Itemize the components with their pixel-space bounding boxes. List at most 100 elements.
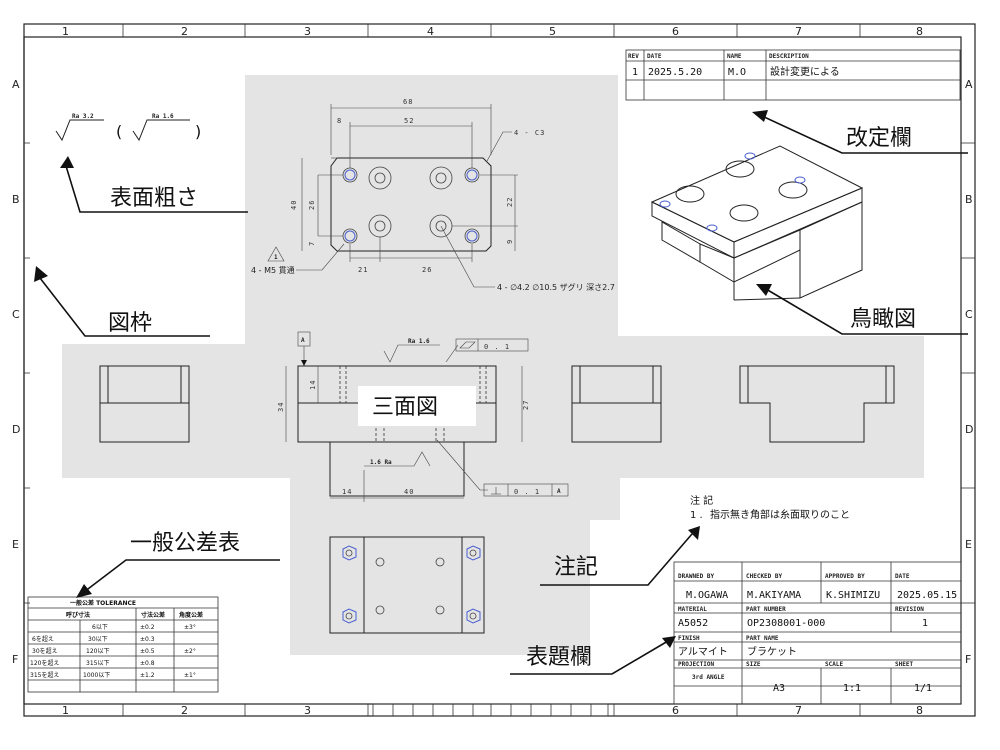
front-view: A Ra 1.6 0 . 1 34 14 27 1.6 Ra 0 . 1 A 1… <box>277 331 569 502</box>
zone-col-6: 6 <box>672 25 679 38</box>
rev-cell-name: M.O <box>728 67 746 78</box>
bottom-roughness: 1.6 Ra <box>370 459 392 466</box>
surface-roughness-symbol: Ra 3.2 ( Ra 1.6 ) <box>55 113 201 142</box>
tb-material: A5052 <box>678 618 708 629</box>
dim-bottom-pitch: 26 <box>422 266 432 274</box>
dim-front-bottom-width: 40 <box>404 488 414 496</box>
isometric-view <box>650 145 864 301</box>
zone-col-4: 4 <box>427 25 434 38</box>
zone-col-8-bottom: 8 <box>916 704 923 717</box>
roughness-other-value: Ra 1.6 <box>152 113 174 120</box>
top-view: 68 52 8 4 - C3 40 26 7 22 9 21 26 4 - M5… <box>251 98 615 292</box>
rear-view <box>739 365 895 443</box>
zone-row-c: C <box>12 308 20 321</box>
flatness-value: 0 . 1 <box>484 343 510 351</box>
tb-partno-label: PART NUMBER <box>746 606 786 613</box>
rev-cell-desc: 設計変更による <box>770 65 840 78</box>
revision-table: REV DATE NAME DESCRIPTION 1 2025.5.20 M.… <box>625 49 961 101</box>
zone-col-1: 1 <box>62 25 69 38</box>
rev-cell-rev: 1 <box>632 67 638 78</box>
dim-inner-width: 52 <box>404 117 414 125</box>
datum-a-label: A <box>301 337 305 344</box>
tb-scale: 1:1 <box>843 683 861 694</box>
callout-revision-block: 改定欄 <box>846 126 912 151</box>
dim-bottom-offset: 7 <box>308 241 316 246</box>
dim-front-bottom-left: 14 <box>342 488 352 496</box>
tb-projection-label: PROJECTION <box>678 661 715 668</box>
zone-dividers <box>24 24 975 716</box>
zone-col-3-bottom: 3 <box>304 704 311 717</box>
tb-partname-label: PART NAME <box>746 635 779 642</box>
zone-row-b: B <box>12 193 20 206</box>
rev-header-date: DATE <box>647 53 662 60</box>
notes-heading: 注 記 <box>690 494 713 507</box>
zone-row-d: D <box>12 423 20 436</box>
callout-three-view: 三面図 <box>372 395 438 420</box>
rev-header-rev: REV <box>628 53 639 60</box>
perpendicular-datum: A <box>557 488 561 495</box>
callout-general-tolerance: 一般公差表 <box>130 531 240 556</box>
zone-row-e: E <box>12 538 19 551</box>
dim-height-total: 34 <box>277 402 285 412</box>
tb-part-name: ブラケット <box>747 645 797 658</box>
zone-row-c-right: C <box>965 308 973 321</box>
tb-checked-label: CHECKED BY <box>746 573 783 580</box>
rev-header-name: NAME <box>727 53 742 60</box>
zone-col-3: 3 <box>304 25 311 38</box>
zone-col-7: 7 <box>795 25 802 38</box>
tol-row3-to: 120以下 <box>86 648 109 655</box>
notes-item-text: 指示無き角部は糸面取りのこと <box>710 508 850 521</box>
tol-row2-dim: ±0.3 <box>140 636 155 643</box>
dim-height: 40 <box>290 200 298 210</box>
tb-revision-label: REVISION <box>895 606 924 613</box>
tb-finish: アルマイト <box>678 647 728 658</box>
tb-finish-label: FINISH <box>678 635 700 642</box>
rev-header-desc: DESCRIPTION <box>769 53 809 60</box>
title-block: DRAWNED BY CHECKED BY APPROVED BY DATE M… <box>673 561 962 705</box>
tb-drawn-label: DRAWNED BY <box>678 573 715 580</box>
tol-row4-from: 120を超え <box>30 659 59 667</box>
tol-angle-1: ±3° <box>184 624 196 631</box>
notes-block: 注 記 1 . 指示無き角部は糸面取りのこと <box>690 494 850 521</box>
callout-labels: 表面粗さ 図枠 三面図 改定欄 鳥瞰図 一般公差表 注記 表題欄 <box>108 126 916 670</box>
tol-angle-2: ±2° <box>184 648 196 655</box>
tb-drawn-by: M.OGAWA <box>686 590 728 601</box>
tb-size: A3 <box>773 683 785 694</box>
zone-col-7-bottom: 7 <box>795 704 802 717</box>
zone-row-b-right: B <box>965 193 973 206</box>
dim-left-offset: 8 <box>337 117 342 125</box>
tol-row5-from: 315を超え <box>30 671 59 679</box>
left-side-view <box>99 365 190 443</box>
callout-notes: 注記 <box>554 555 598 580</box>
tb-revision: 1 <box>922 618 928 629</box>
tol-angle-3: ±1° <box>184 672 196 679</box>
zone-col-1-bottom: 1 <box>62 704 69 717</box>
callout-surface-roughness: 表面粗さ <box>110 186 198 211</box>
tb-date: 2025.05.15 <box>897 590 957 601</box>
callout-title-block: 表題欄 <box>526 645 592 670</box>
zone-row-f-right: F <box>965 653 971 666</box>
centering-scale <box>372 703 609 717</box>
tolerance-title: 一般公差 TOLERANCE <box>70 599 136 607</box>
tolerance-col-nominal: 呼び寸法 <box>66 611 90 619</box>
paren-close: ) <box>195 122 201 141</box>
tb-size-label: SIZE <box>746 661 761 668</box>
highlight-top-view <box>62 75 924 655</box>
tol-row2-from: 6を超え <box>32 635 54 643</box>
tb-approved-by: K.SHIMIZU <box>826 590 880 601</box>
notes-item-number: 1 . <box>690 510 703 521</box>
tolerance-table: 一般公差 TOLERANCE 呼び寸法 寸法公差 角度公差 6以下 ±0.2 6… <box>27 596 219 693</box>
zone-labels: 1 2 3 4 5 6 7 8 1 2 3 6 7 8 A B C D E F … <box>12 25 973 717</box>
tol-row4-to: 315以下 <box>86 660 109 667</box>
tb-date-label: DATE <box>895 573 910 580</box>
tb-projection: 3rd ANGLE <box>692 674 725 681</box>
counterbore-note: 4 - ∅4.2 ∅10.5 ザグリ 深さ2.7 <box>497 282 615 292</box>
tol-row3-from: 30を超え <box>32 647 58 655</box>
zone-row-f: F <box>12 653 18 666</box>
tb-part-number: OP2308001-000 <box>747 618 825 629</box>
tol-row5-dim: ±1.2 <box>140 672 155 679</box>
zone-row-d-right: D <box>965 423 973 436</box>
tolerance-col-angle: 角度公差 <box>179 611 203 619</box>
dim-hole-pitch-v: 26 <box>308 200 316 210</box>
